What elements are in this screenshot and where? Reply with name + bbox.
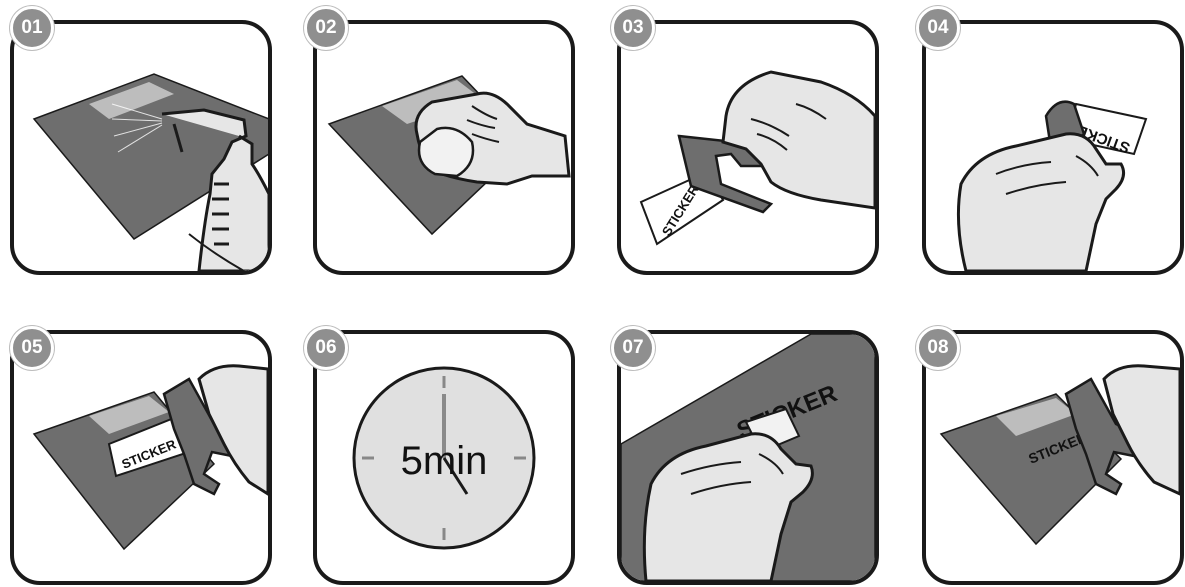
step-number-badge: 01: [10, 6, 54, 50]
step-panel-07: STICKER: [617, 330, 879, 585]
step-number-badge: 08: [916, 326, 960, 370]
step-number-badge: 06: [304, 326, 348, 370]
step-panel-06: 5min: [313, 330, 575, 585]
hand-peeling-backing-icon: STICKER: [926, 24, 1180, 271]
spray-bottle-cleaning-icon: [14, 24, 268, 271]
hand-holding-scraper-sticker-icon: STICKER: [621, 24, 875, 271]
clock-wait-icon: 5min: [317, 334, 571, 581]
step-number-badge: 03: [611, 6, 655, 50]
hand-wiping-surface-icon: [317, 24, 571, 271]
step-number-badge: 07: [611, 326, 655, 370]
step-number-badge: 05: [10, 326, 54, 370]
step-panel-08: STICKER: [922, 330, 1184, 585]
step-number-badge: 04: [916, 6, 960, 50]
step-panel-01: [10, 20, 272, 275]
step-panel-04: STICKER: [922, 20, 1184, 275]
step-panel-03: STICKER: [617, 20, 879, 275]
step-number-badge: 02: [304, 6, 348, 50]
step-panel-02: [313, 20, 575, 275]
hand-peeling-transfer-tape-icon: STICKER: [621, 334, 875, 581]
hand-applying-sticker-icon: STICKER: [14, 334, 268, 581]
step-panel-05: STICKER: [10, 330, 272, 585]
timer-label: 5min: [401, 439, 488, 483]
hand-smoothing-sticker-icon: STICKER: [926, 334, 1180, 581]
